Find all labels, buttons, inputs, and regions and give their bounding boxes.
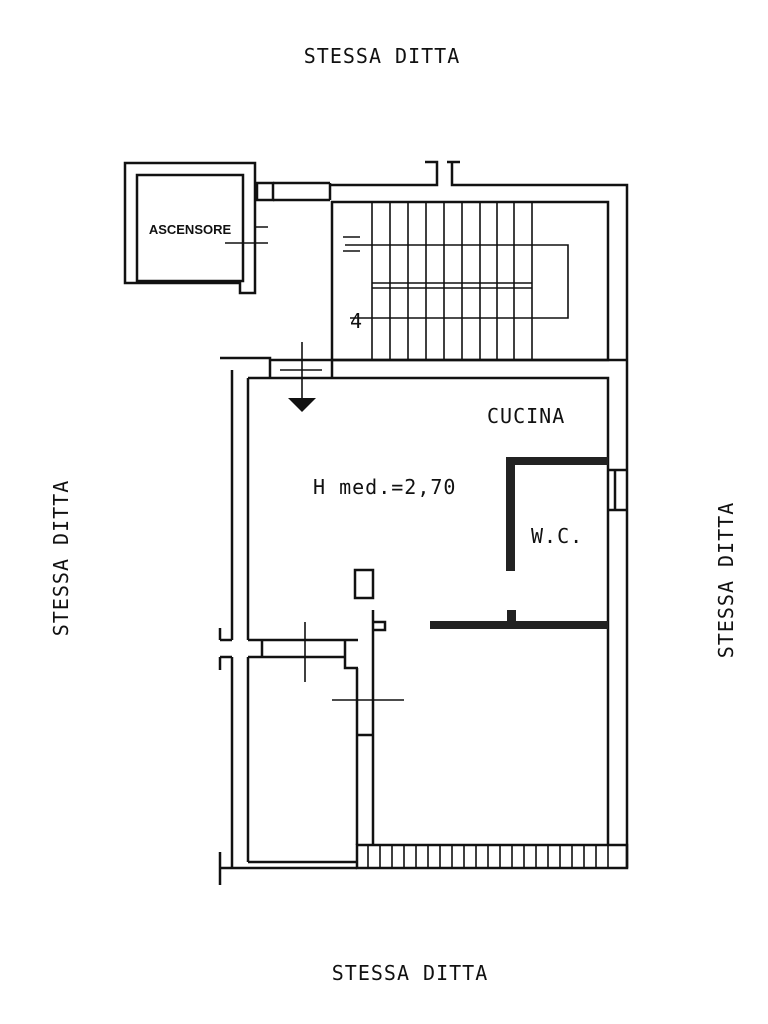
label-left-neighbor: STESSA DITTA bbox=[49, 480, 73, 637]
elevator-label: ASCENSORE bbox=[149, 222, 232, 237]
hatched-balcony-wall bbox=[355, 843, 629, 870]
stair-step-number: 4 bbox=[350, 309, 363, 333]
label-right-neighbor: STESSA DITTA bbox=[714, 502, 738, 659]
elevator-shaft: ASCENSORE bbox=[123, 161, 275, 295]
wc-partition bbox=[430, 457, 608, 629]
room-label-wc: W.C. bbox=[531, 524, 583, 548]
label-bottom-neighbor: STESSA DITTA bbox=[332, 961, 489, 985]
room-label-kitchen: CUCINA bbox=[487, 404, 565, 428]
stairwell: 4 bbox=[273, 160, 629, 868]
walls bbox=[218, 356, 627, 885]
ceiling-height-label: H med.=2,70 bbox=[313, 475, 456, 499]
label-top-neighbor: STESSA DITTA bbox=[304, 44, 461, 68]
entrance-arrow-icon bbox=[280, 342, 322, 412]
